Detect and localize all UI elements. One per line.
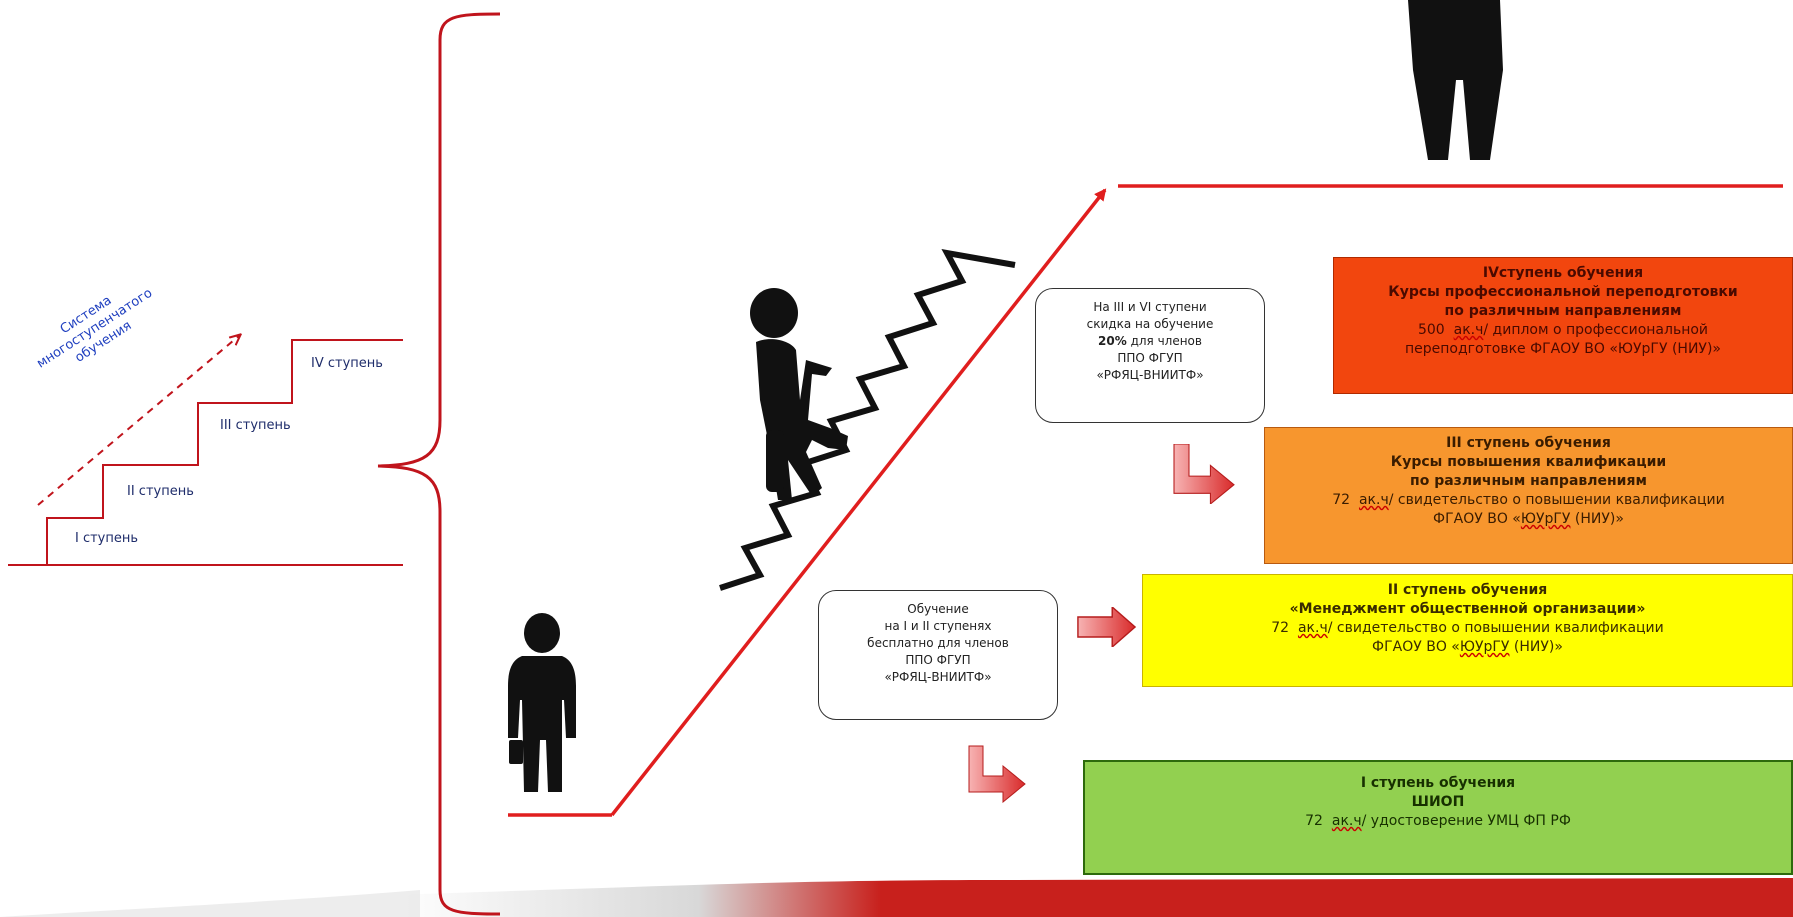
hours-value: 72 (1271, 620, 1290, 636)
note-line: ППО ФГУП (905, 653, 971, 667)
level-title: IVступень обучения (1482, 265, 1644, 281)
level-subtitle: по различным направлениям (1444, 303, 1682, 319)
detail-text: ФГАОУ ВО « (1433, 511, 1521, 527)
university-abbr: ЮУрГУ (1459, 639, 1510, 655)
free-training-note: Обучение на I и II ступенях бесплатно дл… (818, 590, 1058, 720)
note-line: на I и II ступенях (884, 619, 992, 633)
detail-text: (НИУ)» (1509, 639, 1563, 655)
career-line (508, 184, 1783, 817)
note-line: «РФЯЦ-ВНИИТФ» (884, 670, 992, 684)
level-detail: 72 ак.ч/ свидетельство о повышении квали… (1147, 619, 1788, 638)
stair-label-2: II ступень (127, 484, 194, 499)
bottom-band (0, 878, 1793, 917)
level-title: III ступень обучения (1446, 435, 1611, 451)
university-abbr: ЮУрГУ (1520, 511, 1571, 527)
arrow-note-to-level2-icon (1077, 607, 1136, 647)
stair-steps (46, 339, 403, 565)
curly-brace (377, 12, 501, 916)
level-subtitle: Курсы профессиональной переподготовки (1388, 284, 1738, 300)
arrow-level2-to-level1-icon (968, 745, 1026, 803)
top-person-legs-icon (1408, 0, 1503, 160)
level-4-box: IVступень обучения Курсы профессионально… (1333, 257, 1793, 394)
hours-unit: ак.ч (1297, 620, 1328, 636)
note-line: 20% для членов (1042, 333, 1258, 350)
hours-value: 72 (1305, 813, 1323, 829)
stair-label-3: III ступень (220, 418, 291, 433)
level-detail: ФГАОУ ВО «ЮУрГУ (НИУ)» (1269, 510, 1788, 529)
level-subtitle: «Менеджмент общественной организации» (1289, 601, 1646, 617)
level-subtitle: ШИОП (1411, 794, 1465, 810)
note-line: ППО ФГУП (1117, 351, 1183, 365)
detail-text: ФГАОУ ВО « (1372, 639, 1460, 655)
arrow-level4-to-level3-icon (1173, 444, 1235, 504)
level-subtitle: Курсы повышения квалификации (1390, 454, 1667, 470)
detail-text: / диплом о профессиональной (1483, 322, 1709, 338)
level-subtitle: по различным направлениям (1410, 473, 1647, 489)
note-text: для членов (1126, 334, 1202, 348)
stair-label-1: I ступень (75, 531, 139, 546)
level-3-box: III ступень обучения Курсы повышения ква… (1264, 427, 1793, 564)
hours-unit: ак.ч (1453, 322, 1484, 338)
detail-text: / свидетельство о повышении квалификации (1327, 620, 1664, 636)
detail-text: / удостоверение УМЦ ФП РФ (1361, 813, 1571, 829)
note-line: скидка на обучение (1086, 317, 1214, 331)
standing-person-icon (508, 613, 576, 792)
level-detail: переподготовке ФГАОУ ВО «ЮУрГУ (НИУ)» (1405, 341, 1721, 357)
dashed-progress-arrow (37, 335, 240, 506)
climbing-person-icon (750, 288, 848, 500)
level-detail: 72 ак.ч/ свидетельство о повышении квали… (1269, 491, 1788, 510)
level-detail: 72 ак.ч/ удостоверение УМЦ ФП РФ (1089, 812, 1787, 831)
level-title: II ступень обучения (1387, 582, 1548, 598)
detail-text: / свидетельство о повышении квалификации (1388, 492, 1725, 508)
hours-value: 500 (1417, 322, 1445, 338)
black-staircase (719, 248, 1016, 591)
level-detail: 500 ак.ч/ диплом о профессиональной (1338, 321, 1788, 340)
stair-label-4: IV ступень (311, 356, 383, 371)
small-staircase (8, 335, 403, 566)
hours-unit: ак.ч (1358, 492, 1389, 508)
hours-value: 72 (1332, 492, 1351, 508)
level-2-box: II ступень обучения «Менеджмент обществе… (1142, 574, 1793, 687)
note-line: бесплатно для членов (867, 636, 1009, 650)
note-line: На III и VI ступени (1093, 300, 1207, 314)
note-line: «РФЯЦ-ВНИИТФ» (1096, 368, 1204, 382)
detail-text: (НИУ)» (1570, 511, 1624, 527)
note-line: Обучение (907, 602, 969, 616)
hours-unit: ак.ч (1331, 813, 1362, 829)
level-detail: ФГАОУ ВО «ЮУрГУ (НИУ)» (1147, 638, 1788, 657)
level-title: I ступень обучения (1360, 775, 1516, 791)
level-1-box: I ступень обучения ШИОП 72 ак.ч/ удостов… (1083, 760, 1793, 875)
discount-percent: 20% (1098, 334, 1127, 348)
discount-note: На III и VI ступени скидка на обучение 2… (1035, 288, 1265, 423)
